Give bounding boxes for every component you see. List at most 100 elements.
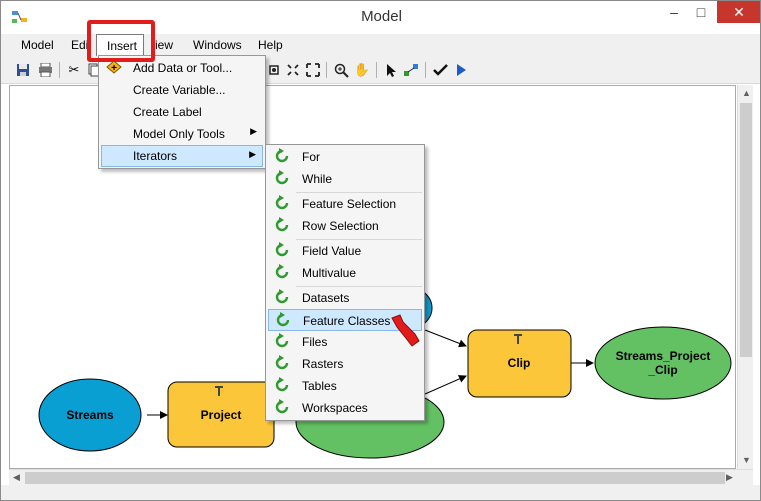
window-title: Model [361,8,402,25]
menu-help[interactable]: Help [258,38,283,52]
insert-menu: + Add Data or Tool... Create Variable...… [98,55,266,169]
iterator-loop-icon [275,195,289,210]
iterator-item-label: For [302,150,320,164]
iterator-item-label: Workspaces [302,401,368,415]
toolbar-separator [425,62,426,78]
menu-item-label: Model Only Tools [133,127,225,141]
iterator-item-label: Files [302,335,328,349]
iterator-item-label: Datasets [302,291,350,305]
scroll-right-arrow-icon[interactable]: ▶ [726,472,733,482]
scroll-up-arrow-icon[interactable]: ▲ [742,88,751,98]
save-icon[interactable] [14,61,32,79]
zoom-out-fixed-icon[interactable] [304,61,322,79]
iterator-loop-icon [275,242,289,257]
iterator-item-label: Feature Selection [302,197,397,211]
menu-item-model-only-tools[interactable]: Model Only Tools ▶ [101,123,263,145]
iterator-item-label: While [302,172,333,186]
iterator-item-row-selection[interactable]: Row Selection [268,215,422,237]
menu-item-label: Iterators [133,149,178,163]
maximize-button[interactable]: □ [696,4,706,20]
pan-hand-icon[interactable]: ✋ [353,62,371,77]
menu-windows[interactable]: Windows [193,38,242,52]
menu-separator [296,286,422,287]
menu-view[interactable]: iew [155,38,174,52]
print-icon[interactable] [36,61,54,79]
menu-edit[interactable]: Edi [71,38,89,52]
scroll-down-arrow-icon[interactable]: ▼ [742,455,751,465]
menu-separator [296,239,422,240]
minimize-button[interactable]: – [670,4,678,20]
streams-label: Streams [66,408,114,422]
connect-icon[interactable] [402,61,420,79]
iterator-item-multivalue[interactable]: Multivalue [268,262,422,284]
iterator-item-for[interactable]: For [268,146,422,168]
iterator-item-label: Row Selection [302,219,379,233]
iterator-item-label: Tables [302,379,337,393]
toolbar-separator [326,62,327,78]
iterator-item-label: Field Value [302,244,362,258]
streams-data-ellipse[interactable] [38,378,142,452]
menu-item-create-label[interactable]: Create Label [101,101,263,123]
iterator-item-workspaces[interactable]: Workspaces [268,397,422,419]
close-button[interactable]: ✕ [717,1,760,23]
menu-item-create-variable[interactable]: Create Variable... [101,79,263,101]
project-hammer-icon [215,386,223,396]
select-arrow-icon[interactable] [382,61,400,79]
svg-text:+: + [111,63,117,74]
project-label: Project [201,408,242,422]
iterator-loop-icon [275,264,289,279]
menu-bar: Model Edi iew Windows Help [1,34,760,56]
scroll-left-arrow-icon[interactable]: ◀ [13,472,20,482]
submenu-arrow-icon: ▶ [250,126,257,136]
zoom-in-fixed-icon[interactable] [284,61,302,79]
iterator-loop-icon [275,170,289,185]
iterator-item-field-value[interactable]: Field Value [268,240,422,262]
menu-insert[interactable]: Insert [96,34,144,56]
streams-project-clip-label-line1: Streams_Project [616,349,711,363]
add-data-icon: + [106,60,122,74]
iterator-item-feature-classes[interactable]: Feature Classes [268,309,422,331]
menu-insert-label: Insert [107,39,138,53]
horizontal-scrollbar[interactable]: ◀ ▶ [9,469,753,485]
iterator-item-feature-selection[interactable]: Feature Selection [268,193,422,215]
clip-tool-box[interactable] [467,329,572,398]
horizontal-scroll-thumb[interactable] [25,472,725,484]
cut-icon[interactable]: ✂ [68,62,80,77]
menu-separator [296,192,422,193]
validate-checkmark-icon[interactable] [431,61,449,79]
iterator-item-while[interactable]: While [268,168,422,190]
pointer-arrow-icon [391,314,420,347]
iterator-item-label: Feature Classes [303,314,391,328]
iterator-item-files[interactable]: Files [268,331,422,353]
menu-item-label: Add Data or Tool... [133,61,233,75]
full-extent-icon[interactable] [265,61,283,79]
zoom-icon[interactable] [332,61,350,79]
iterator-item-datasets[interactable]: Datasets [268,287,422,309]
iterator-loop-icon [275,217,289,232]
iterator-item-label: Rasters [302,357,344,371]
vertical-scrollbar[interactable]: ▲ ▼ [737,85,753,469]
title-bar[interactable]: Model – □ ✕ [1,1,760,33]
vertical-scroll-thumb[interactable] [740,103,752,357]
menu-model[interactable]: Model [21,38,54,52]
iterator-loop-icon [275,333,289,348]
model-app-icon [12,11,27,23]
menu-item-add-data-or-tool[interactable]: + Add Data or Tool... [101,57,263,79]
iterator-item-rasters[interactable]: Rasters [268,353,422,375]
toolbar-separator [59,62,60,78]
iterator-item-label: Multivalue [302,266,357,280]
menu-item-iterators[interactable]: Iterators ▶ [101,145,263,167]
iterator-loop-icon [275,355,289,370]
submenu-arrow-icon: ▶ [249,149,256,159]
iterator-item-tables[interactable]: Tables [268,375,422,397]
iterator-loop-icon [275,377,289,392]
streams-project-clip-ellipse[interactable] [594,326,732,400]
connector-to-clip-top [424,329,467,348]
iterator-loop-icon [275,289,289,304]
iterator-loop-icon [275,148,289,163]
connector-to-clip-bottom [424,375,467,395]
toolbar-separator [376,62,377,78]
run-icon[interactable] [452,61,470,79]
iterator-loop-icon [276,312,290,327]
